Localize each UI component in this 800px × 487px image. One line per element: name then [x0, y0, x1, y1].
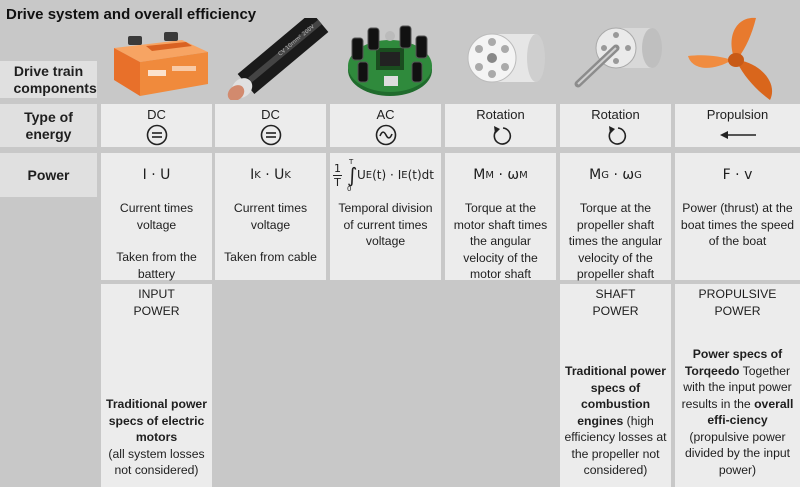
desc-cell-propulsion: Power (thrust) at the boat times the spe…: [675, 197, 800, 280]
row-header-power: Power: [0, 153, 97, 197]
desc-cell-motor: Torque at the motor shaft times the angu…: [445, 197, 556, 281]
rotation-icon: [493, 126, 511, 145]
energy-cell-ac: AC: [330, 104, 441, 147]
power-box-shaft: SHAFT POWER Traditional power specs of c…: [560, 284, 671, 487]
rotation-icon: [608, 126, 626, 145]
energy-cell-propulsion: Propulsion: [675, 104, 800, 147]
motor-icon: [467, 33, 545, 83]
battery-icon: [114, 32, 208, 96]
diagram-title: Drive system and overall efficiency: [6, 6, 257, 23]
controller-board-icon: [348, 25, 432, 96]
dc-icon: [146, 124, 167, 146]
formula-cell-battery: I · U: [101, 153, 212, 197]
formula-cell-propulsion: F · v: [675, 153, 800, 197]
desc-cell-battery: Current times voltage Taken from the bat…: [101, 197, 212, 281]
power-box-input: INPUT POWER Traditional power specs of e…: [101, 284, 212, 487]
desc-cell-cable: Current times voltage Taken from cable: [215, 197, 326, 280]
energy-cell-rotation-motor: Rotation: [445, 104, 556, 147]
arrow-left-icon: [719, 131, 756, 139]
energy-cell-rotation-shaft: Rotation: [560, 104, 671, 147]
power-box-propulsive: PROPULSIVE POWER Power specs of Torqeedo…: [675, 284, 800, 487]
propeller-icon: [688, 17, 773, 100]
row-header-energy: Type of energy: [0, 104, 97, 147]
desc-cell-shaft: Torque at the propeller shaft times the …: [560, 197, 671, 281]
row-header-components: Drive train components: [0, 61, 97, 98]
formula: I · U: [142, 167, 171, 183]
desc-cell-controller: Temporal division of current times volta…: [330, 197, 441, 280]
cable-icon: CV 10mm² 200V: [227, 18, 329, 100]
gearbox-shaft-icon: [574, 27, 662, 88]
energy-cell-dc-cable: DC: [215, 104, 326, 147]
dc-icon: [260, 124, 281, 146]
energy-cell-dc: DC: [101, 104, 212, 147]
formula: F · v: [722, 167, 753, 183]
ac-icon: [375, 124, 396, 146]
